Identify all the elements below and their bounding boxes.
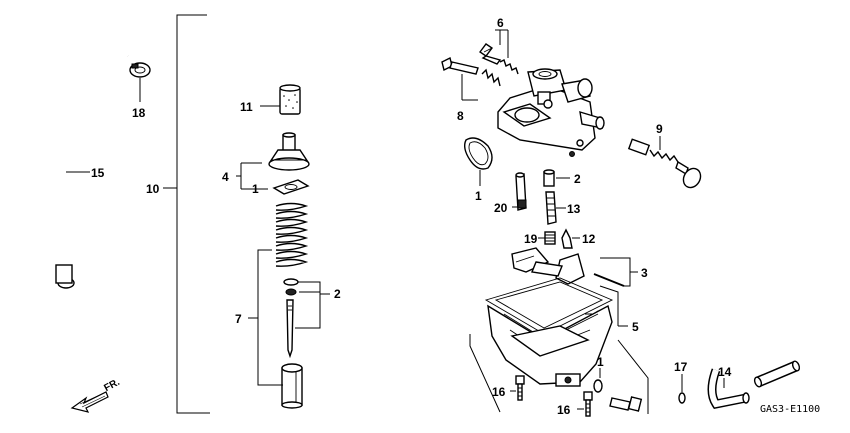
float-part xyxy=(511,247,585,285)
needle-jet-part xyxy=(515,172,527,211)
fuel-tube-part xyxy=(55,42,129,289)
top-gasket-part xyxy=(272,179,310,195)
label-1b: 1 xyxy=(475,189,482,203)
air-screw-part xyxy=(441,56,501,87)
idle-screw-part xyxy=(478,43,519,75)
label-1a: 1 xyxy=(252,182,259,196)
label-16a: 16 xyxy=(492,385,506,399)
hose-clip-part xyxy=(678,392,686,404)
label-15: 15 xyxy=(91,166,105,180)
throttle-cap-part xyxy=(279,84,301,115)
label-3: 3 xyxy=(641,266,648,280)
float-valve-spring-part xyxy=(544,231,556,245)
float-chamber-gasket-part xyxy=(484,277,614,335)
label-9: 9 xyxy=(656,122,663,136)
label-14: 14 xyxy=(718,365,732,379)
front-arrow-icon xyxy=(70,391,109,413)
label-1d: 1 xyxy=(597,355,604,369)
vent-tube-part xyxy=(753,360,801,388)
jet-needle-part xyxy=(286,299,294,359)
label-8: 8 xyxy=(457,109,464,123)
overflow-tube-part xyxy=(707,368,750,410)
label-7: 7 xyxy=(235,312,242,326)
needle-clip-part xyxy=(283,278,299,296)
label-6: 6 xyxy=(497,16,504,30)
float-pin-part xyxy=(593,273,625,287)
drain-o-ring-part xyxy=(593,379,603,393)
label-16b: 16 xyxy=(557,403,571,417)
slow-jet-part xyxy=(545,191,557,225)
chamber-bolt-part-2 xyxy=(583,391,593,417)
label-2a: 2 xyxy=(334,287,341,301)
float-chamber-part xyxy=(487,304,613,387)
tube-clip-part xyxy=(129,62,151,78)
direction-label: FR. xyxy=(102,377,122,394)
label-2b: 2 xyxy=(574,172,581,186)
label-13: 13 xyxy=(567,202,581,216)
drain-screw-part xyxy=(609,396,643,412)
throttle-valve-part xyxy=(281,363,303,409)
label-17: 17 xyxy=(674,360,688,374)
starter-plunger-part xyxy=(627,138,702,189)
label-18: 18 xyxy=(132,106,146,120)
float-valve-part xyxy=(561,228,573,249)
carburetor-top-part xyxy=(268,132,310,171)
label-5: 5 xyxy=(632,320,639,334)
label-4: 4 xyxy=(222,170,229,184)
chamber-bolt-part-1 xyxy=(515,375,525,401)
carburetor-body-part xyxy=(497,68,605,157)
label-11: 11 xyxy=(240,100,253,114)
throttle-spring-part xyxy=(275,202,309,267)
main-jet-part xyxy=(543,169,555,187)
label-20: 20 xyxy=(494,201,508,215)
diagram-code: GAS3-E1100 xyxy=(760,404,820,415)
o-ring-gasket-part xyxy=(463,137,493,170)
label-12: 12 xyxy=(582,232,596,246)
label-10: 10 xyxy=(146,182,160,196)
label-19: 19 xyxy=(524,232,538,246)
